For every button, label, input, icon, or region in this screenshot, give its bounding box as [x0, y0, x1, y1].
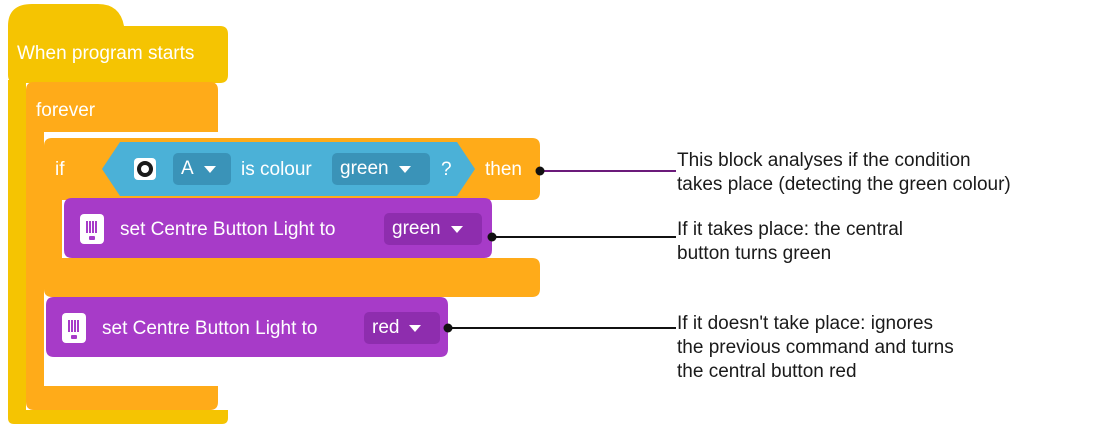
annotation-line: If it takes place: the central [677, 219, 904, 240]
annotation-line: If it doesn't take place: ignores [677, 313, 934, 334]
green-light-value: green [392, 218, 441, 239]
annotation-line: This block analyses if the condition [677, 150, 971, 171]
forever-block-shape[interactable] [26, 82, 218, 410]
chevron-down-icon [450, 225, 463, 233]
annotation-line: the previous command and turns [677, 337, 954, 358]
annotation-line: takes place (detecting the green colour) [677, 174, 1011, 195]
green-light-dropdown[interactable]: green [384, 213, 482, 245]
true-pointer-dot [487, 232, 497, 242]
false-annotation: If it doesn't take place: ignores the pr… [677, 312, 954, 384]
chevron-down-icon [409, 324, 422, 332]
condition-annotation: This block analyses if the condition tak… [677, 149, 1011, 197]
annotation-line: button turns green [677, 243, 832, 264]
true-annotation: If it takes place: the central button tu… [677, 218, 903, 266]
forever-label: forever [36, 100, 96, 121]
set-light-red-block-shape[interactable] [46, 297, 448, 357]
when-program-starts-block-shape[interactable] [8, 4, 228, 83]
question-mark: ? [441, 159, 452, 180]
port-value: A [181, 158, 194, 179]
red-light-value: red [372, 317, 400, 338]
chevron-down-icon [398, 165, 411, 173]
hub-light-icon [62, 313, 86, 343]
then-label: then [485, 159, 522, 180]
colour-value: green [340, 158, 389, 179]
port-dropdown[interactable]: A [173, 153, 231, 185]
colour-sensor-icon [134, 158, 156, 180]
condition-pointer-dot [535, 166, 545, 176]
set-red-text: set Centre Button Light to [102, 318, 318, 339]
set-green-text: set Centre Button Light to [120, 219, 336, 240]
colour-dropdown[interactable]: green [332, 153, 430, 185]
annotation-line: the central button red [677, 361, 857, 382]
hub-light-icon [80, 214, 104, 244]
false-pointer-dot [443, 323, 453, 333]
if-label: if [55, 159, 65, 180]
hat-label: When program starts [17, 43, 195, 64]
condition-text: is colour [241, 159, 312, 180]
chevron-down-icon [203, 165, 216, 173]
red-light-dropdown[interactable]: red [364, 312, 440, 344]
